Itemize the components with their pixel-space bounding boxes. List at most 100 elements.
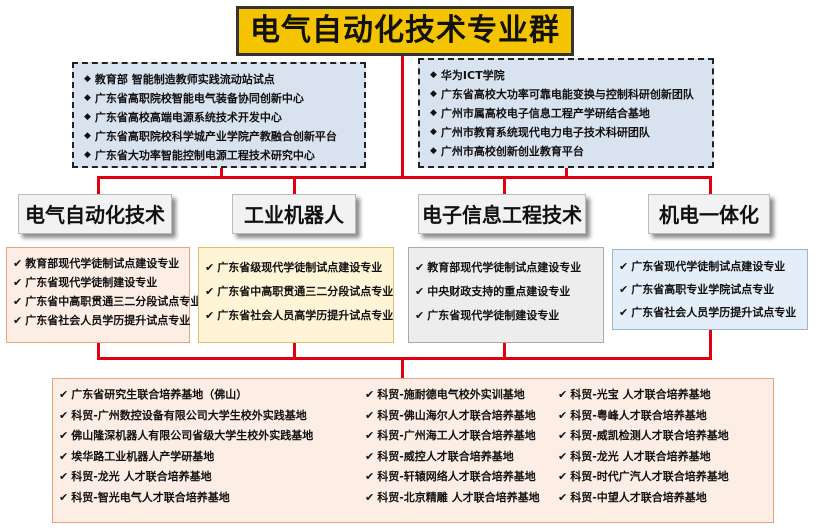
panel-item: ✔教育部现代学徒制试点建设专业 xyxy=(13,254,185,273)
left-platform-item: ◆广东省大功率智能控制电源工程技术研究中心 xyxy=(84,146,356,165)
diamond-bullet-icon: ◆ xyxy=(430,89,437,99)
check-icon: ✔ xyxy=(59,388,69,401)
right-platform-box: ◆华为ICT学院 ◆广东省高校大功率可靠电能变换与控制科研创新团队 ◆广州市属高… xyxy=(418,58,714,168)
check-icon: ✔ xyxy=(558,388,568,401)
check-icon: ✔ xyxy=(13,314,23,327)
check-icon: ✔ xyxy=(13,257,23,270)
check-icon: ✔ xyxy=(365,449,375,463)
connector-bottom-down xyxy=(401,357,404,378)
diagram-title: 电气自动化技术专业群 xyxy=(236,6,574,56)
check-icon: ✔ xyxy=(13,295,23,308)
diamond-bullet-icon: ◆ xyxy=(430,70,437,80)
diamond-bullet-icon: ◆ xyxy=(84,93,91,103)
connector-left-box xyxy=(220,168,223,178)
panel-item: ✔广东省中高职贯通三二分段试点专业 xyxy=(13,292,201,311)
base-item: ✔广东省研究生联合培养基地（佛山） xyxy=(59,385,313,406)
base-item: ✔科贸-广州数控设备有限公司大学生校外实践基地 xyxy=(59,406,313,427)
panel-item: ✔中央财政支持的重点建设专业 xyxy=(415,280,599,304)
base-item: ✔科贸-中望人才联合培养基地 xyxy=(558,488,729,509)
check-icon: ✔ xyxy=(59,470,69,484)
check-icon: ✔ xyxy=(365,429,375,443)
left-platform-item: ◆广东省高职院校智能电气装备协同创新中心 xyxy=(84,89,356,108)
base-item: ✔科贸-时代广汽人才联合培养基地 xyxy=(558,467,729,488)
connector-cat3-down xyxy=(503,176,506,194)
base-item: ✔科贸-佛山海尔人才联合培养基地 xyxy=(365,406,540,427)
diamond-bullet-icon: ◆ xyxy=(430,146,437,156)
connector-panel1-down xyxy=(97,343,100,359)
check-icon: ✔ xyxy=(619,306,629,319)
check-icon: ✔ xyxy=(59,429,69,443)
base-item: ✔科贸-光宝 人才联合培养基地 xyxy=(558,385,729,406)
connector-right-box xyxy=(565,168,568,178)
connector-panel3-down xyxy=(503,343,506,359)
check-icon: ✔ xyxy=(365,470,375,484)
panel-industrial-robot: ✔广东省级现代学徒制试点建设专业 ✔广东省中高职贯通三二分段试点专业 ✔广东省社… xyxy=(198,247,394,343)
check-icon: ✔ xyxy=(365,408,375,422)
check-icon: ✔ xyxy=(558,490,568,504)
category-electronic-info: 电子信息工程技术 xyxy=(418,194,586,234)
check-icon: ✔ xyxy=(415,261,425,274)
bases-column-2: ✔科贸-施耐德电气校外实训基地 ✔科贸-佛山海尔人才联合培养基地 ✔科贸-广州海… xyxy=(365,385,540,509)
diamond-bullet-icon: ◆ xyxy=(84,150,91,160)
category-electrical-automation: 电气自动化技术 xyxy=(18,194,172,234)
base-item: ✔科贸-龙光 人才联合培养基地 xyxy=(59,467,313,488)
base-item: ✔科贸-智光电气人才联合培养基地 xyxy=(59,488,313,509)
connector-cat4-down xyxy=(709,176,712,194)
right-platform-item: ◆广州市高校创新创业教育平台 xyxy=(430,142,704,161)
check-icon: ✔ xyxy=(558,470,568,484)
check-icon: ✔ xyxy=(415,285,425,298)
right-platform-item: ◆华为ICT学院 xyxy=(430,66,704,85)
panel-item: ✔广东省级现代学徒制试点建设专业 xyxy=(205,256,389,280)
panel-electronic-info: ✔教育部现代学徒制试点建设专业 ✔中央财政支持的重点建设专业 ✔广东省现代学徒制… xyxy=(408,247,604,343)
check-icon: ✔ xyxy=(205,309,215,322)
connector-panel2-down xyxy=(293,343,296,359)
base-item: ✔科贸-施耐德电气校外实训基地 xyxy=(365,385,540,406)
right-platform-item: ◆广州市属高校电子信息工程产学研结合基地 xyxy=(430,104,704,123)
base-item: ✔科贸-轩辕网络人才联合培养基地 xyxy=(365,467,540,488)
panel-item: ✔广东省高职专业学院试点专业 xyxy=(619,278,803,301)
check-icon: ✔ xyxy=(205,261,215,274)
panel-item: ✔广东省社会人员学历提升试点专业 xyxy=(13,311,190,330)
check-icon: ✔ xyxy=(558,449,568,463)
connector-horizontal-bottom xyxy=(97,357,712,360)
check-icon: ✔ xyxy=(205,285,215,298)
diamond-bullet-icon: ◆ xyxy=(84,131,91,141)
check-icon: ✔ xyxy=(619,283,629,296)
check-icon: ✔ xyxy=(365,490,375,504)
check-icon: ✔ xyxy=(415,309,425,322)
connector-horizontal-top xyxy=(97,176,712,179)
check-icon: ✔ xyxy=(59,490,69,504)
base-item: ✔科贸-威控人才联合培养基地 xyxy=(365,447,540,468)
right-platform-item: ◆广州市教育系统现代电力电子技术科研团队 xyxy=(430,123,704,142)
base-item: ✔科贸-北京精雕 人才联合培养基地 xyxy=(365,488,540,509)
check-icon: ✔ xyxy=(365,388,375,401)
connector-cat1-down xyxy=(97,176,100,194)
diamond-bullet-icon: ◆ xyxy=(84,74,91,84)
base-item: ✔科贸-威凯检测人才联合培养基地 xyxy=(558,426,729,447)
check-icon: ✔ xyxy=(59,408,69,422)
base-item: ✔科贸-广州海工人才联合培养基地 xyxy=(365,426,540,447)
check-icon: ✔ xyxy=(558,429,568,443)
diamond-bullet-icon: ◆ xyxy=(430,108,437,118)
panel-item: ✔广东省社会人员高学历提升试点专业 xyxy=(205,304,393,328)
panel-item: ✔广东省现代学徒制试点建设专业 xyxy=(619,255,803,278)
panel-item: ✔广东省中高职贯通三二分段试点专业 xyxy=(205,280,393,304)
panel-item: ✔广东省现代学徒制建设专业 xyxy=(415,304,599,328)
panel-mechatronics: ✔广东省现代学徒制试点建设专业 ✔广东省高职专业学院试点专业 ✔广东省社会人员学… xyxy=(612,249,808,330)
base-item: ✔埃华路工业机器人产学研基地 xyxy=(59,447,313,468)
left-platform-item: ◆教育部 智能制造教师实践流动站试点 xyxy=(84,70,356,89)
check-icon: ✔ xyxy=(59,449,69,463)
connector-panel4-down xyxy=(709,330,712,359)
category-industrial-robot: 工业机器人 xyxy=(232,194,356,234)
base-item: ✔科贸-粤峰人才联合培养基地 xyxy=(558,406,729,427)
diamond-bullet-icon: ◆ xyxy=(430,127,437,137)
category-mechatronics: 机电一体化 xyxy=(648,194,770,234)
panel-item: ✔教育部现代学徒制试点建设专业 xyxy=(415,256,599,280)
bases-column-3: ✔科贸-光宝 人才联合培养基地 ✔科贸-粤峰人才联合培养基地 ✔科贸-威凯检测人… xyxy=(558,385,729,509)
check-icon: ✔ xyxy=(619,260,629,273)
panel-item: ✔广东省现代学徒制建设专业 xyxy=(13,273,185,292)
training-bases-box: ✔广东省研究生联合培养基地（佛山） ✔科贸-广州数控设备有限公司大学生校外实践基… xyxy=(52,378,774,523)
diamond-bullet-icon: ◆ xyxy=(84,112,91,122)
check-icon: ✔ xyxy=(13,276,23,289)
connector-cat2-down xyxy=(293,176,296,194)
